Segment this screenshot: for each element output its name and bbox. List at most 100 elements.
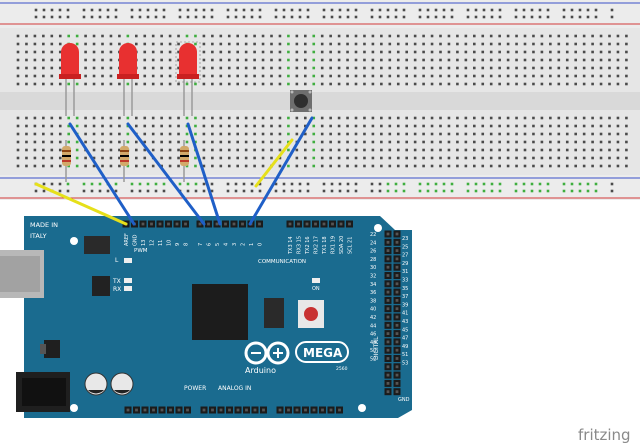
breadboard-hole [540, 42, 544, 46]
breadboard-hole [42, 182, 46, 186]
breadboard-hole [42, 66, 45, 70]
breadboard-hole [498, 74, 501, 78]
breadboard-hole [532, 58, 535, 62]
breadboard-hole [498, 116, 501, 120]
breadboard-hole [287, 124, 290, 128]
breadboard-hole [322, 15, 326, 19]
digital-right-pin-label: 42 [370, 315, 376, 321]
led-2 [117, 43, 139, 116]
breadboard-hole [591, 116, 594, 120]
digital-right2-pin-label: 37 [402, 294, 408, 300]
breadboard-hole [482, 8, 486, 12]
breadboard-hole [442, 182, 446, 186]
breadboard-hole [143, 164, 147, 168]
breadboard-hole [244, 148, 248, 152]
breadboard-hole [109, 132, 113, 136]
digital-right-pin-label: 26 [370, 249, 376, 255]
breadboard-hole [378, 182, 382, 186]
breadboard-hole [413, 34, 417, 38]
breadboard-hole [109, 156, 113, 160]
breadboard-hole [439, 156, 442, 160]
breadboard-hole [464, 74, 468, 78]
breadboard-hole [489, 164, 493, 168]
breadboard-hole [363, 82, 366, 86]
breadboard-hole [16, 82, 20, 86]
breadboard-hole [565, 140, 569, 144]
breadboard-hole [118, 132, 121, 136]
breadboard-hole [405, 34, 408, 38]
breadboard-hole [363, 34, 366, 38]
breadboard-hole [608, 58, 611, 62]
breadboard-hole [466, 189, 470, 193]
header-pin-socket [150, 222, 153, 226]
breadboard-hole [599, 34, 603, 38]
breadboard-hole [33, 66, 37, 70]
breadboard-hole [594, 182, 598, 186]
breadboard-hole [320, 66, 324, 70]
breadboard-hole [177, 132, 180, 136]
breadboard-hole [16, 58, 20, 62]
breadboard-hole [591, 66, 594, 70]
header-pin-socket [395, 307, 399, 311]
italy-label: ITALY [30, 232, 47, 240]
breadboard-hole [101, 42, 104, 46]
header-pin-socket [175, 222, 179, 226]
breadboard-hole [498, 164, 501, 168]
breadboard-hole [160, 132, 163, 136]
breadboard-hole [599, 124, 603, 128]
breadboard-hole [610, 182, 614, 186]
breadboard-hole [226, 8, 230, 12]
breadboard-hole [304, 74, 307, 78]
breadboard-hole [177, 50, 180, 54]
header-pin-socket [167, 222, 170, 226]
breadboard-hole [253, 50, 256, 54]
breadboard-hole [50, 34, 54, 38]
breadboard-hole [50, 132, 54, 136]
breadboard-hole [473, 74, 476, 78]
breadboard-hole [498, 189, 502, 193]
breadboard-hole [227, 156, 231, 160]
breadboard-hole [450, 182, 454, 186]
breadboard-hole [396, 74, 400, 78]
breadboard-hole [211, 124, 214, 128]
breadboard-hole [211, 116, 214, 120]
breadboard-hole [211, 42, 214, 46]
breadboard-hole [219, 116, 223, 120]
breadboard-hole [464, 42, 468, 46]
breadboard-hole [562, 15, 566, 19]
breadboard-hole [244, 58, 248, 62]
breadboard-hole [25, 42, 28, 46]
header-pin-socket [228, 408, 231, 412]
breadboard-hole [253, 82, 256, 86]
breadboard-hole [549, 58, 552, 62]
push-button-pin-br [308, 108, 312, 112]
breadboard-hole [226, 15, 230, 19]
breadboard-hole [151, 116, 155, 120]
breadboard-hole [608, 34, 611, 38]
breadboard-hole [135, 42, 138, 46]
resistor-3-band-2 [180, 155, 189, 157]
breadboard-hole [388, 132, 392, 136]
header-pin-socket [386, 365, 390, 369]
header-pin-socket [305, 222, 309, 226]
breadboard-hole [386, 8, 390, 12]
breadboard-hole [599, 140, 603, 144]
breadboard-hole [234, 182, 238, 186]
breadboard-hole [58, 8, 62, 12]
breadboard-hole [591, 140, 594, 144]
breadboard-hole [312, 116, 316, 120]
breadboard-hole [565, 148, 569, 152]
breadboard-hole [616, 124, 620, 128]
breadboard-hole [42, 164, 45, 168]
breadboard-hole [396, 42, 400, 46]
breadboard-hole [304, 116, 307, 120]
header-pin-socket [198, 222, 202, 226]
breadboard-hole [304, 42, 307, 46]
breadboard-hole [151, 50, 155, 54]
comm-pin-label: RX3 15 [296, 236, 302, 254]
voltage-regulator-tab [40, 344, 46, 354]
header-pin-socket [177, 408, 181, 412]
breadboard-hole [101, 50, 104, 54]
